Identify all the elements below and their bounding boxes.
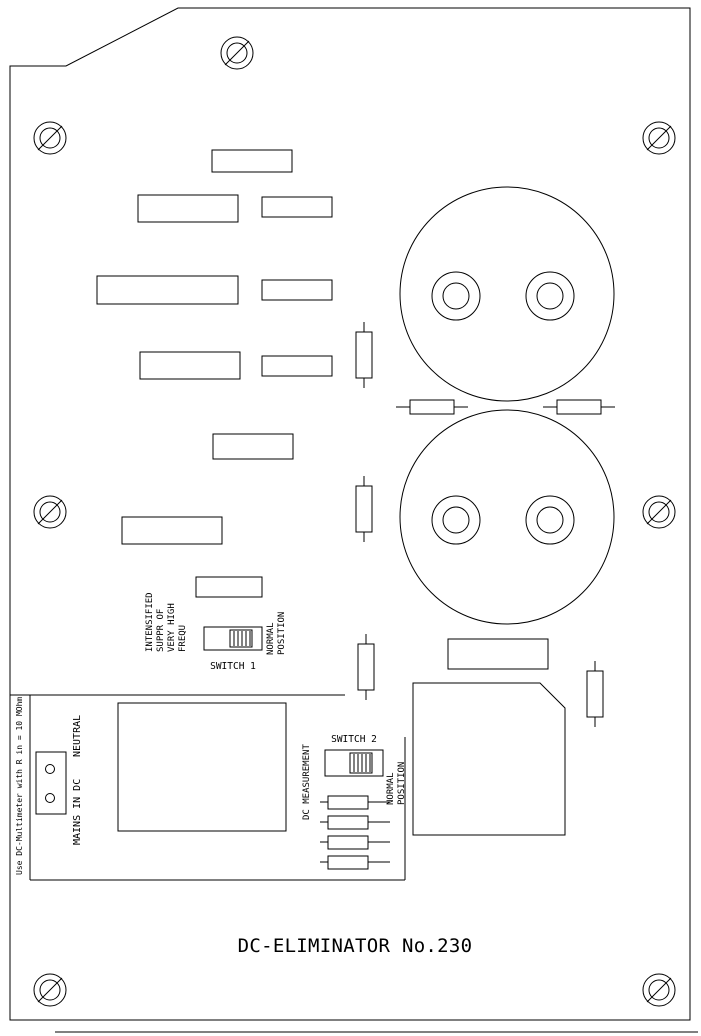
component-resistor bbox=[139, 351, 241, 380]
electrolytic-capacitor-1 bbox=[399, 186, 615, 402]
board-outline bbox=[9, 7, 691, 1021]
component-capacitor-small bbox=[355, 322, 373, 388]
switch-2-normal-note: NORMAL bbox=[386, 772, 396, 805]
component-resistor bbox=[195, 576, 263, 598]
switch-1-label: SWITCH 1 bbox=[210, 661, 256, 672]
switch-1: SWITCH 1 INTENSIFIED SUPPR OF VERY HIGH … bbox=[145, 592, 287, 672]
mounting-hole-left-bottom bbox=[33, 973, 67, 1007]
electrolytic-capacitor-2 bbox=[399, 409, 615, 625]
switch-2-measurement-note: DC MEASUREMENT bbox=[302, 744, 312, 820]
switch-2-slider-knob bbox=[349, 752, 373, 774]
component-resistor-small bbox=[396, 399, 468, 415]
module-cover bbox=[412, 682, 566, 836]
switch-1-slider-knob bbox=[229, 629, 253, 648]
mounting-hole-right-upper bbox=[642, 121, 676, 155]
switch-2: SWITCH 2 DC MEASUREMENT NORMAL POSITION bbox=[302, 734, 407, 820]
transformer-box bbox=[117, 702, 287, 832]
component-resistor bbox=[211, 149, 293, 173]
switch-1-normal-note: NORMAL bbox=[266, 622, 276, 655]
mounting-hole-top bbox=[220, 36, 254, 70]
component-resistor bbox=[261, 196, 333, 218]
component-resistor bbox=[96, 275, 239, 305]
switch-1-normal-note: POSITION bbox=[277, 612, 287, 655]
component-capacitor-small bbox=[355, 476, 373, 542]
switch-1-note-line: SUPPR OF bbox=[156, 609, 166, 652]
component-capacitor-small bbox=[586, 661, 604, 727]
component-resistor bbox=[121, 516, 223, 545]
mounting-hole-right-middle bbox=[642, 495, 676, 529]
switch-2-normal-note: POSITION bbox=[397, 762, 407, 805]
switch-1-body bbox=[203, 626, 263, 651]
component-resistor-bank bbox=[320, 795, 390, 870]
switch-1-note-line: INTENSIFIED bbox=[145, 592, 155, 652]
component-resistor bbox=[137, 194, 239, 223]
neutral-label: NEUTRAL bbox=[72, 715, 83, 757]
switch-2-label: SWITCH 2 bbox=[331, 734, 377, 745]
component-resistor bbox=[212, 433, 294, 460]
multimeter-note: Use DC-Multimeter with R in = 10 MOhm bbox=[15, 697, 24, 875]
mounting-hole-left-middle bbox=[33, 495, 67, 529]
component-capacitor-small bbox=[357, 634, 375, 700]
switch-1-note-line: VERY HIGH bbox=[167, 603, 177, 652]
component-resistor-small bbox=[543, 399, 615, 415]
mains-in-dc-label: MAINS IN DC bbox=[72, 779, 83, 845]
switch-2-body bbox=[324, 749, 384, 777]
mounting-hole-right-bottom bbox=[642, 973, 676, 1007]
switch-1-note-line: FREQU bbox=[178, 625, 188, 652]
component-resistor bbox=[447, 638, 549, 670]
component-resistor bbox=[261, 279, 333, 301]
component-resistor bbox=[261, 355, 333, 377]
mains-terminal-block bbox=[35, 751, 67, 815]
mounting-hole-left-upper bbox=[33, 121, 67, 155]
drawing-title: DC-ELIMINATOR No.230 bbox=[238, 935, 473, 957]
